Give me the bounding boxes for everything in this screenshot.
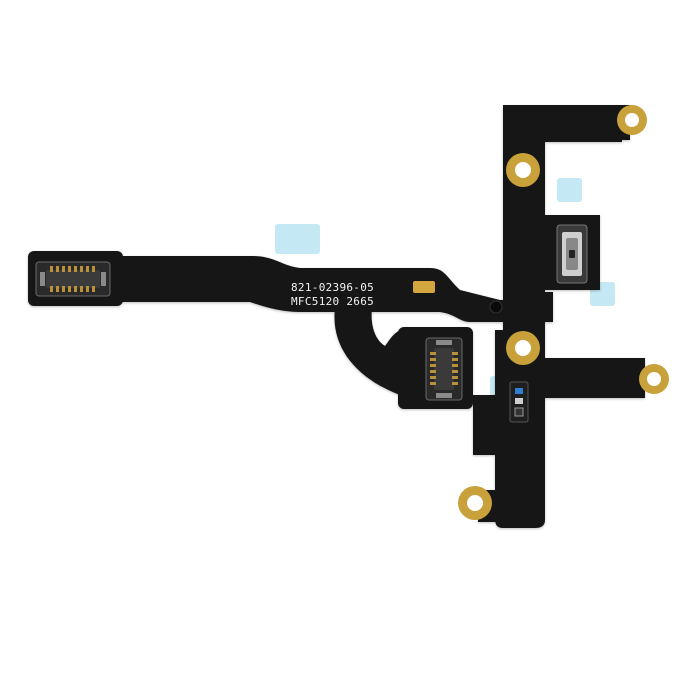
screw-ring-bottom-left	[458, 486, 492, 520]
screw-ring-right	[639, 364, 669, 394]
main-ribbon	[118, 256, 520, 322]
lower-right-arm	[545, 358, 645, 398]
center-connector	[425, 337, 463, 401]
left-connector	[35, 261, 111, 297]
serial-code-label: MFC5120 2665	[291, 295, 375, 308]
screw-rings	[458, 105, 669, 520]
vertical-spine	[473, 105, 622, 528]
switch-component	[556, 224, 588, 284]
screw-ring-top-right	[617, 105, 647, 135]
smd-components	[509, 381, 529, 423]
flex-body	[28, 105, 645, 528]
part-number-label: 821-02396-05	[291, 281, 375, 294]
gold-contact-pad	[413, 281, 435, 293]
screw-ring-upper-center	[506, 153, 540, 187]
screw-ring-middle	[506, 331, 540, 365]
film-patch-top	[557, 178, 582, 202]
film-patch-left	[275, 224, 320, 254]
via-hole	[489, 300, 503, 314]
